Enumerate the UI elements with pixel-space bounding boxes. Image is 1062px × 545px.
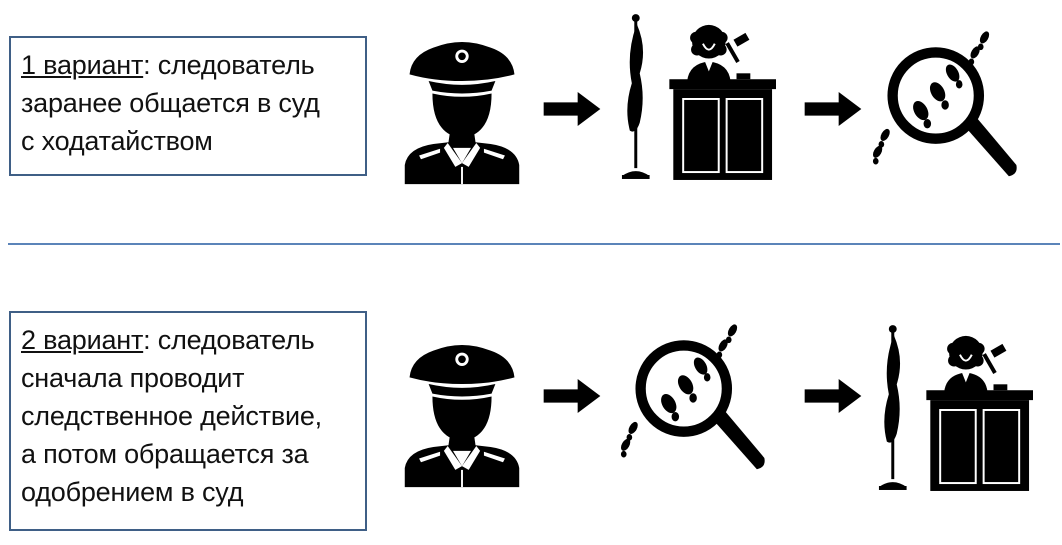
variant2-label: 2 вариант [21,325,144,355]
variant2-textbox: 2 вариант: следователь сначала проводит … [9,311,367,531]
variant1-line: с ходатайством [21,126,213,156]
variant2-text-after-label: : следователь [143,325,315,355]
variant1-row: 1 вариант: следователь заранее общается … [0,0,1062,235]
investigator-icon [400,321,524,491]
arrow-right-icon [543,92,601,126]
variant2-row: 2 вариант: следователь сначала проводит … [0,255,1062,545]
variant2-line: следственное действие, [21,401,322,431]
arrow-right-icon [543,379,601,413]
variant2-line: сначала проводит [21,363,245,393]
variant1-label: 1 вариант [21,50,144,80]
variant1-line: заранее общается в суд [21,88,320,118]
arrow-right-icon [804,92,862,126]
magnifier-footprints-icon [872,20,1022,188]
variant2-line: одобрением в суд [21,477,244,507]
magnifier-footprints-icon [620,313,770,481]
divider-line [8,243,1060,245]
variant1-first-line: 1 вариант: следователь [21,46,355,84]
variant2-line: а потом обращается за [21,439,309,469]
court-judge-icon [618,14,776,182]
variant2-first-line: 2 вариант: следователь [21,321,355,359]
variant1-text-after-label: : следователь [143,50,315,80]
arrow-right-icon [804,379,862,413]
court-judge-icon [875,325,1033,493]
variant1-textbox: 1 вариант: следователь заранее общается … [9,36,367,176]
investigator-icon [400,18,524,188]
